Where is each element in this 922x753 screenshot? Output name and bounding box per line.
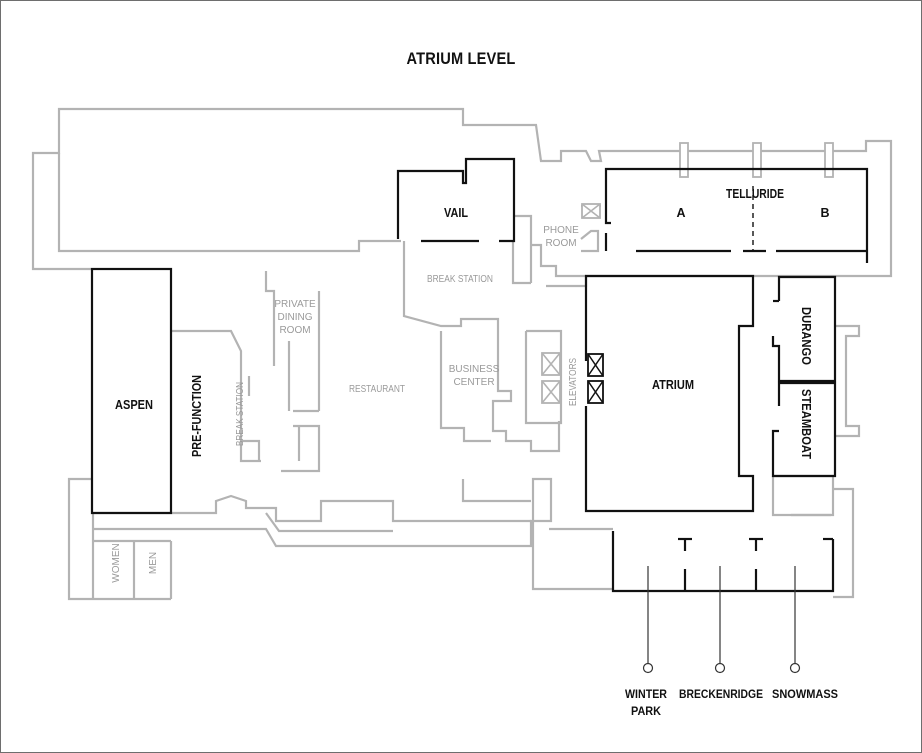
room-label-telluride: TELLURIDE xyxy=(726,187,784,201)
elevators-label: ELEVATORS xyxy=(568,358,579,406)
room-label-vail: VAIL xyxy=(444,206,468,220)
winter-park-label-line-2: PARK xyxy=(631,706,662,718)
room-label-steamboat: STEAMBOAT xyxy=(799,389,813,459)
private-dining-room-label-line-3: ROOM xyxy=(279,325,310,336)
atrium-room-outline xyxy=(584,274,755,513)
snowmass-label: SNOWMASS xyxy=(772,689,838,701)
telluride-room-outline xyxy=(604,167,869,263)
aspen-room-outline xyxy=(90,267,173,515)
room-label-telluride-a: A xyxy=(676,206,685,220)
steamboat-room-outline xyxy=(771,381,837,478)
callout-lines xyxy=(642,566,801,674)
interior-service-walls xyxy=(241,203,601,473)
lower-meeting-rooms-outline xyxy=(611,531,835,593)
mens-restroom-label: MEN xyxy=(148,552,159,574)
room-label-pre-function: PRE-FUNCTION xyxy=(190,375,204,457)
business-center-label-line-2: CENTER xyxy=(453,377,494,388)
winter-park-label-line-1: WINTER xyxy=(625,689,668,701)
break-station-top-label: BREAK STATION xyxy=(427,274,493,285)
meeting-room-walls xyxy=(90,157,869,593)
breckenridge-label: BRECKENRIDGE xyxy=(679,689,763,701)
womens-restroom-label: WOMEN xyxy=(111,543,122,582)
restaurant-label: RESTAURANT xyxy=(349,384,405,395)
phone-room-label-line-2: ROOM xyxy=(545,238,576,249)
durango-room-outline xyxy=(771,275,837,383)
break-station-side-label: BREAK STATION xyxy=(235,382,246,446)
room-label-aspen: ASPEN xyxy=(115,398,153,412)
room-label-atrium: ATRIUM xyxy=(652,378,694,392)
callout-labels: WINTER PARK BRECKENRIDGE SNOWMASS xyxy=(625,689,838,718)
business-center-label-line-1: BUSINESS xyxy=(449,364,500,375)
phone-room-label-line-1: PHONE xyxy=(543,225,579,236)
amenity-labels: PHONE ROOM BREAK STATION PRIVATE DINING … xyxy=(111,225,579,583)
room-labels: VAIL TELLURIDE A B ASPEN ATRIUM DURANGO … xyxy=(115,187,830,459)
room-label-durango: DURANGO xyxy=(799,307,813,365)
telluride-columns xyxy=(679,142,834,178)
page-title: ATRIUM LEVEL xyxy=(406,49,516,68)
private-dining-room-label-line-1: PRIVATE xyxy=(274,299,316,310)
private-dining-room-label-line-2: DINING xyxy=(278,312,313,323)
vail-room-outline xyxy=(396,157,516,243)
room-label-telluride-b: B xyxy=(820,206,829,220)
